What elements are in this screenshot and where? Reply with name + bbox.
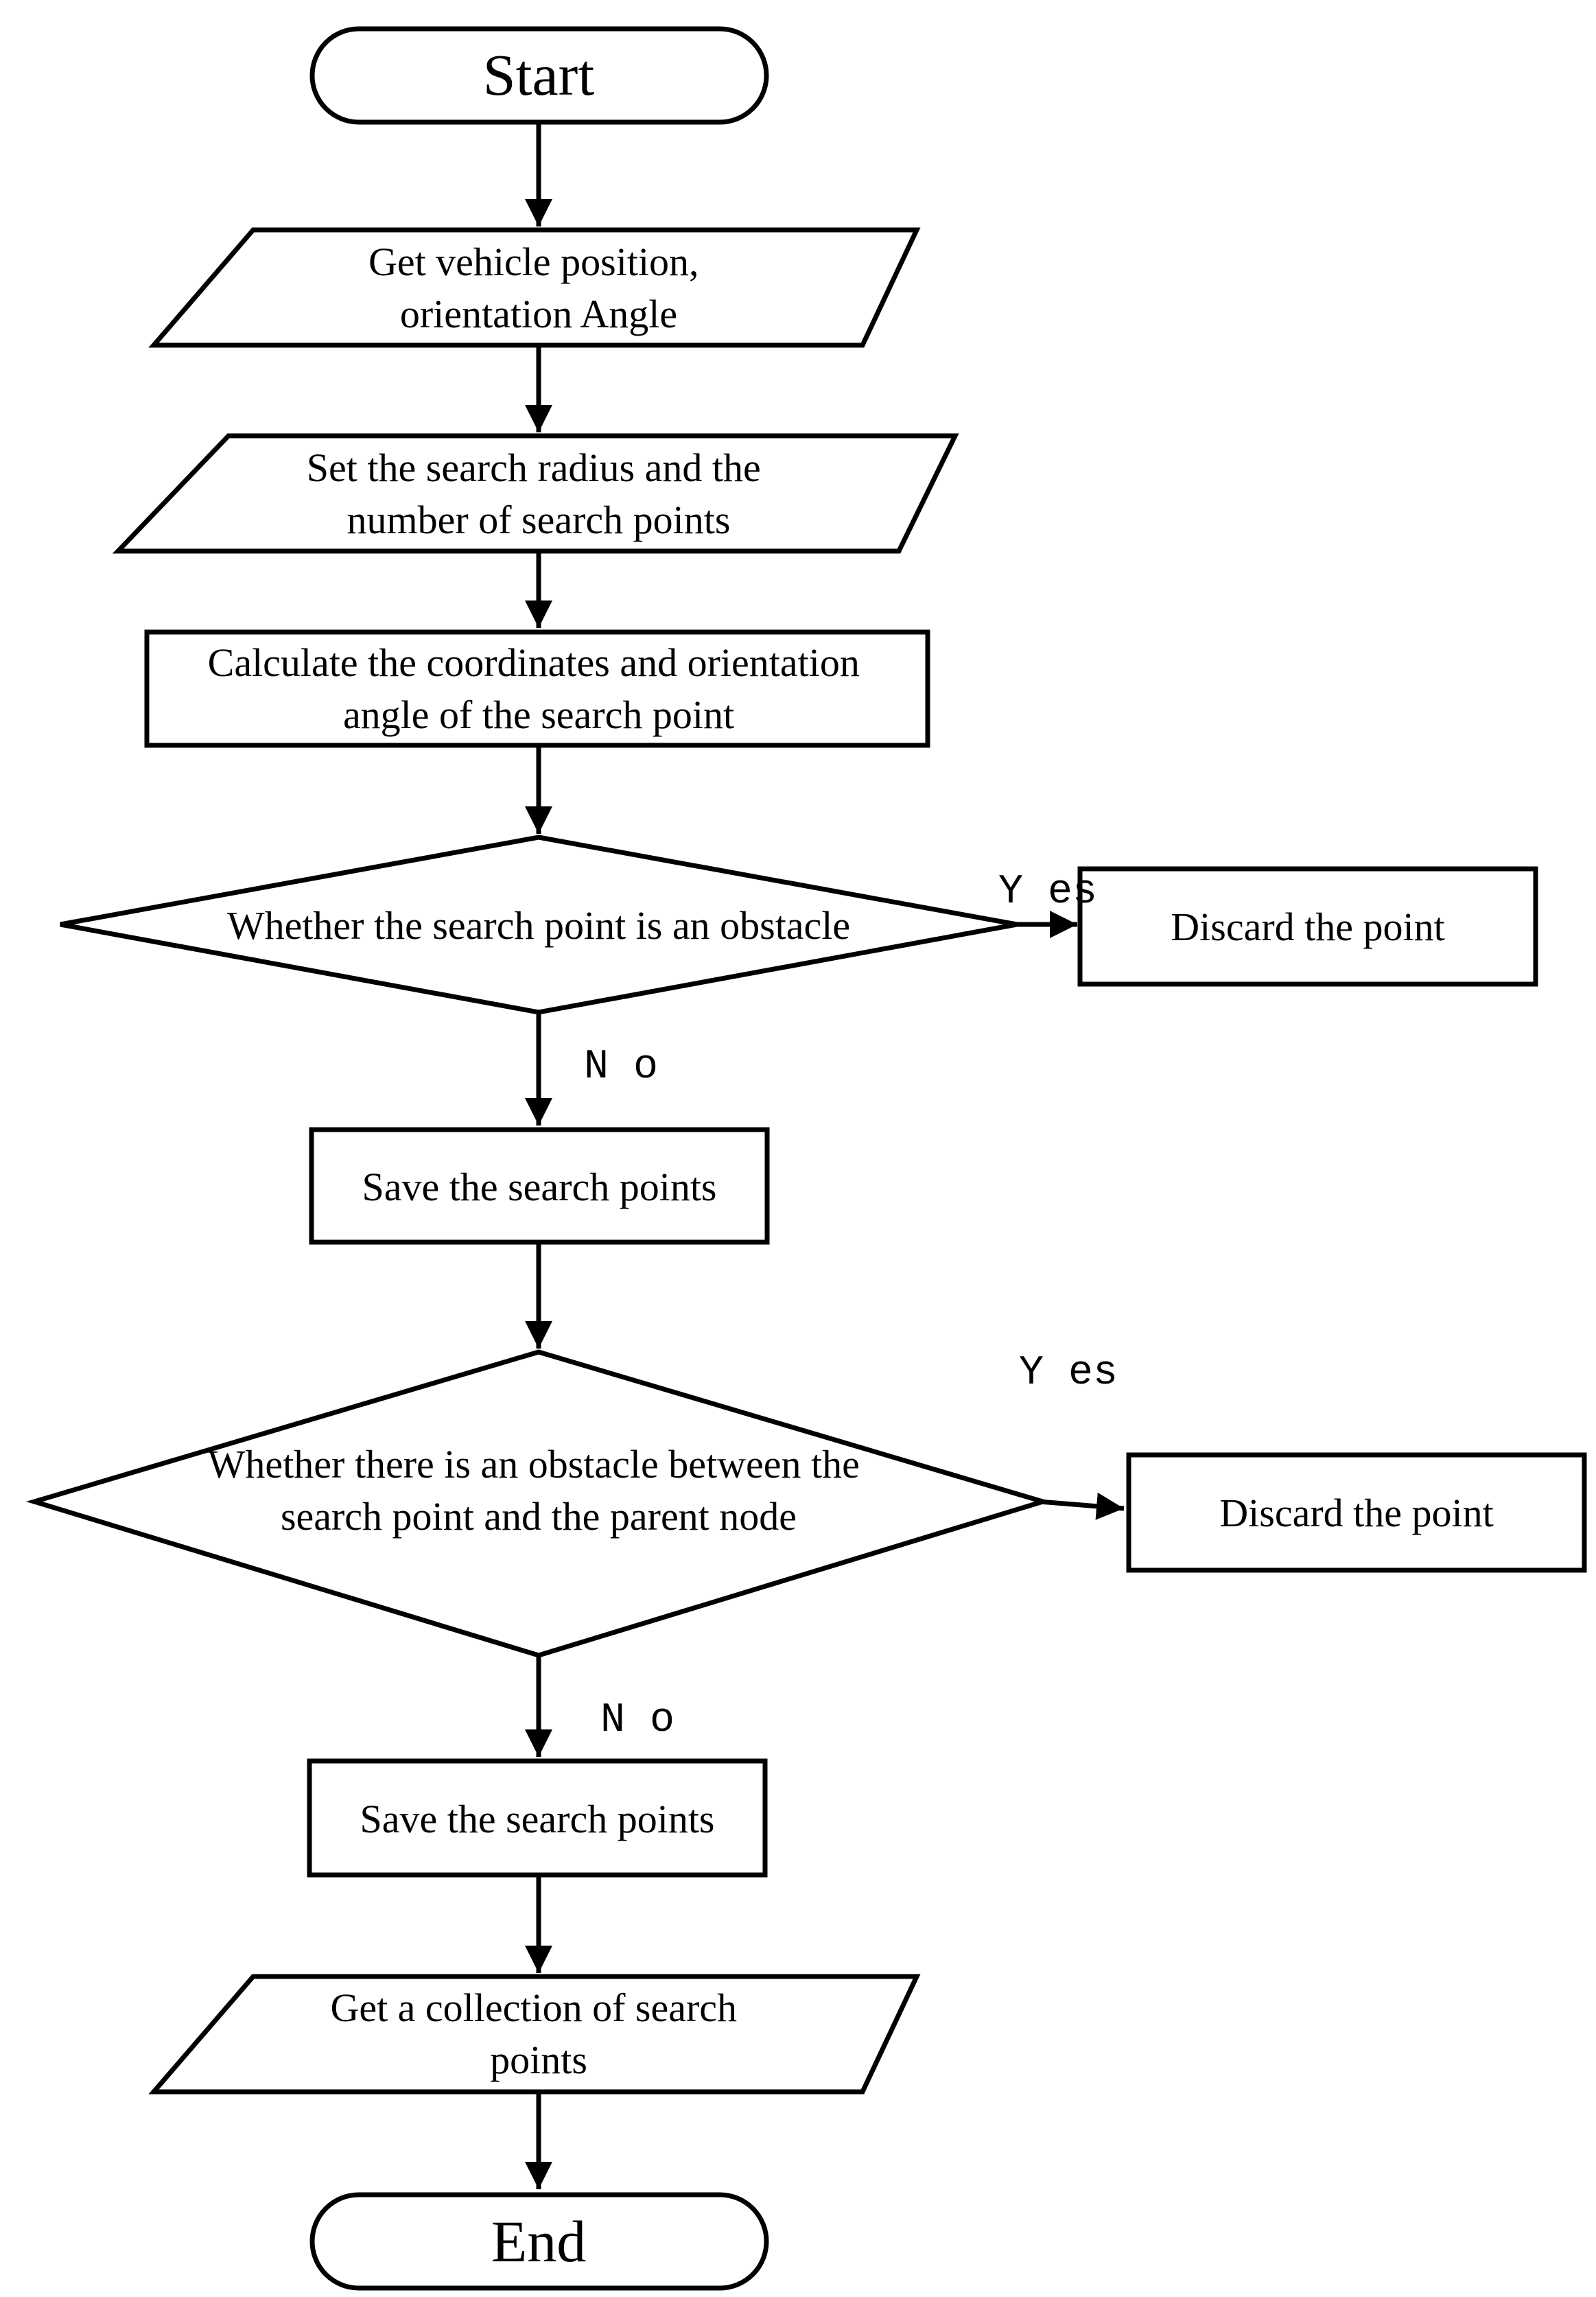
set-search-data-shape (112, 433, 959, 554)
end-terminator (309, 2192, 769, 2291)
set-search-label: Set the search radius and the number of … (307, 445, 771, 542)
discard-point-label-2: Discard the point (1219, 1491, 1493, 1535)
yes-label-2: Y es (1019, 1350, 1118, 1397)
save-search-points-box-1 (309, 1127, 770, 1245)
obstacle-decision-label: Whether the search point is an obstacle (227, 903, 850, 948)
start-terminator (309, 26, 769, 125)
discard-point-box-1 (1077, 866, 1538, 987)
collection-label: Get a collection of search points (330, 1985, 747, 2082)
connector-decision-2-yes (1039, 1492, 1125, 1520)
obstacle-between-decision-diamond (25, 1349, 1052, 1658)
collection-data-shape (148, 1974, 921, 2095)
discard-point-box-2 (1126, 1452, 1587, 1573)
discard-point-label-1: Discard the point (1171, 905, 1444, 949)
get-vehicle-label: Get vehicle position, orientation Angle (368, 240, 709, 336)
get-vehicle-data-shape (148, 227, 921, 348)
calculate-label: Calculate the coordinates and orientatio… (208, 640, 870, 737)
save-search-points-label-2: Save the search points (360, 1797, 714, 1841)
obstacle-between-decision-label: Whether there is an obstacle between the… (208, 1442, 870, 1539)
no-label-1: N o (584, 1044, 658, 1091)
yes-label-1: Y es (998, 869, 1097, 916)
obstacle-decision-diamond (60, 835, 1018, 1015)
save-search-points-label-1: Save the search points (362, 1165, 716, 1209)
end-label: End (491, 2208, 587, 2274)
save-search-points-box-2 (307, 1758, 768, 1878)
no-label-2: N o (600, 1697, 674, 1744)
start-label: Start (483, 42, 595, 108)
calculate-process-box (144, 629, 930, 748)
